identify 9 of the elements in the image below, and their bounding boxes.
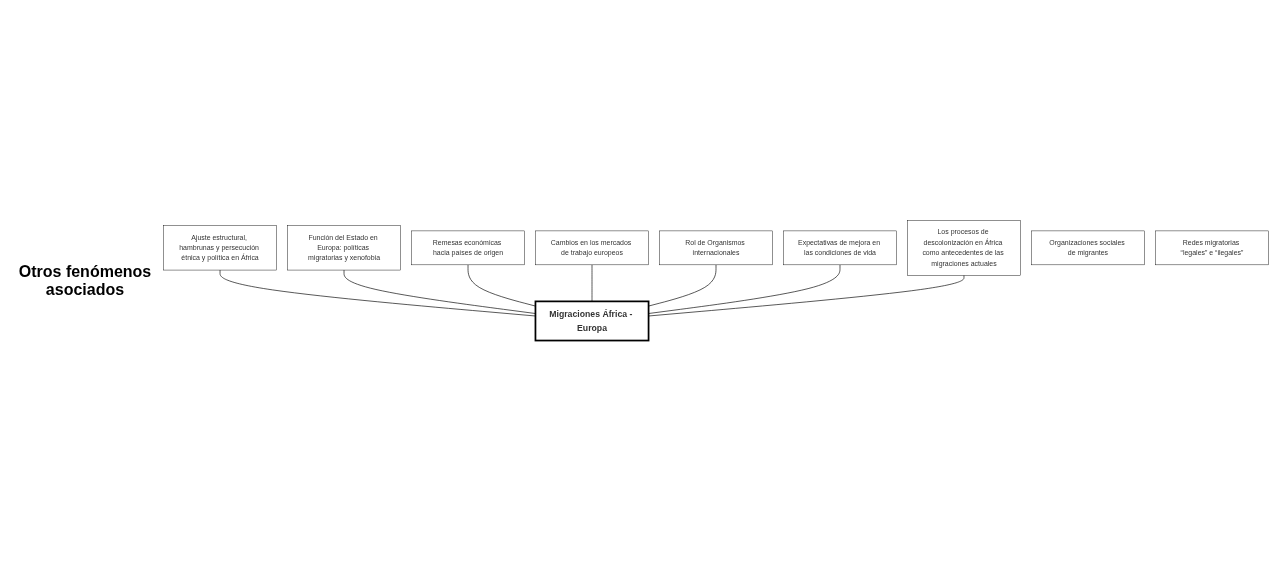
connector <box>343 269 536 314</box>
connector <box>219 269 536 317</box>
connector <box>591 264 593 302</box>
connector <box>648 274 965 317</box>
connector <box>648 264 841 314</box>
node-box: Migraciones África - Europa <box>534 300 650 342</box>
connector <box>648 264 717 307</box>
connector <box>467 264 536 307</box>
group-label: Otros fenómenos asociados <box>17 262 153 299</box>
